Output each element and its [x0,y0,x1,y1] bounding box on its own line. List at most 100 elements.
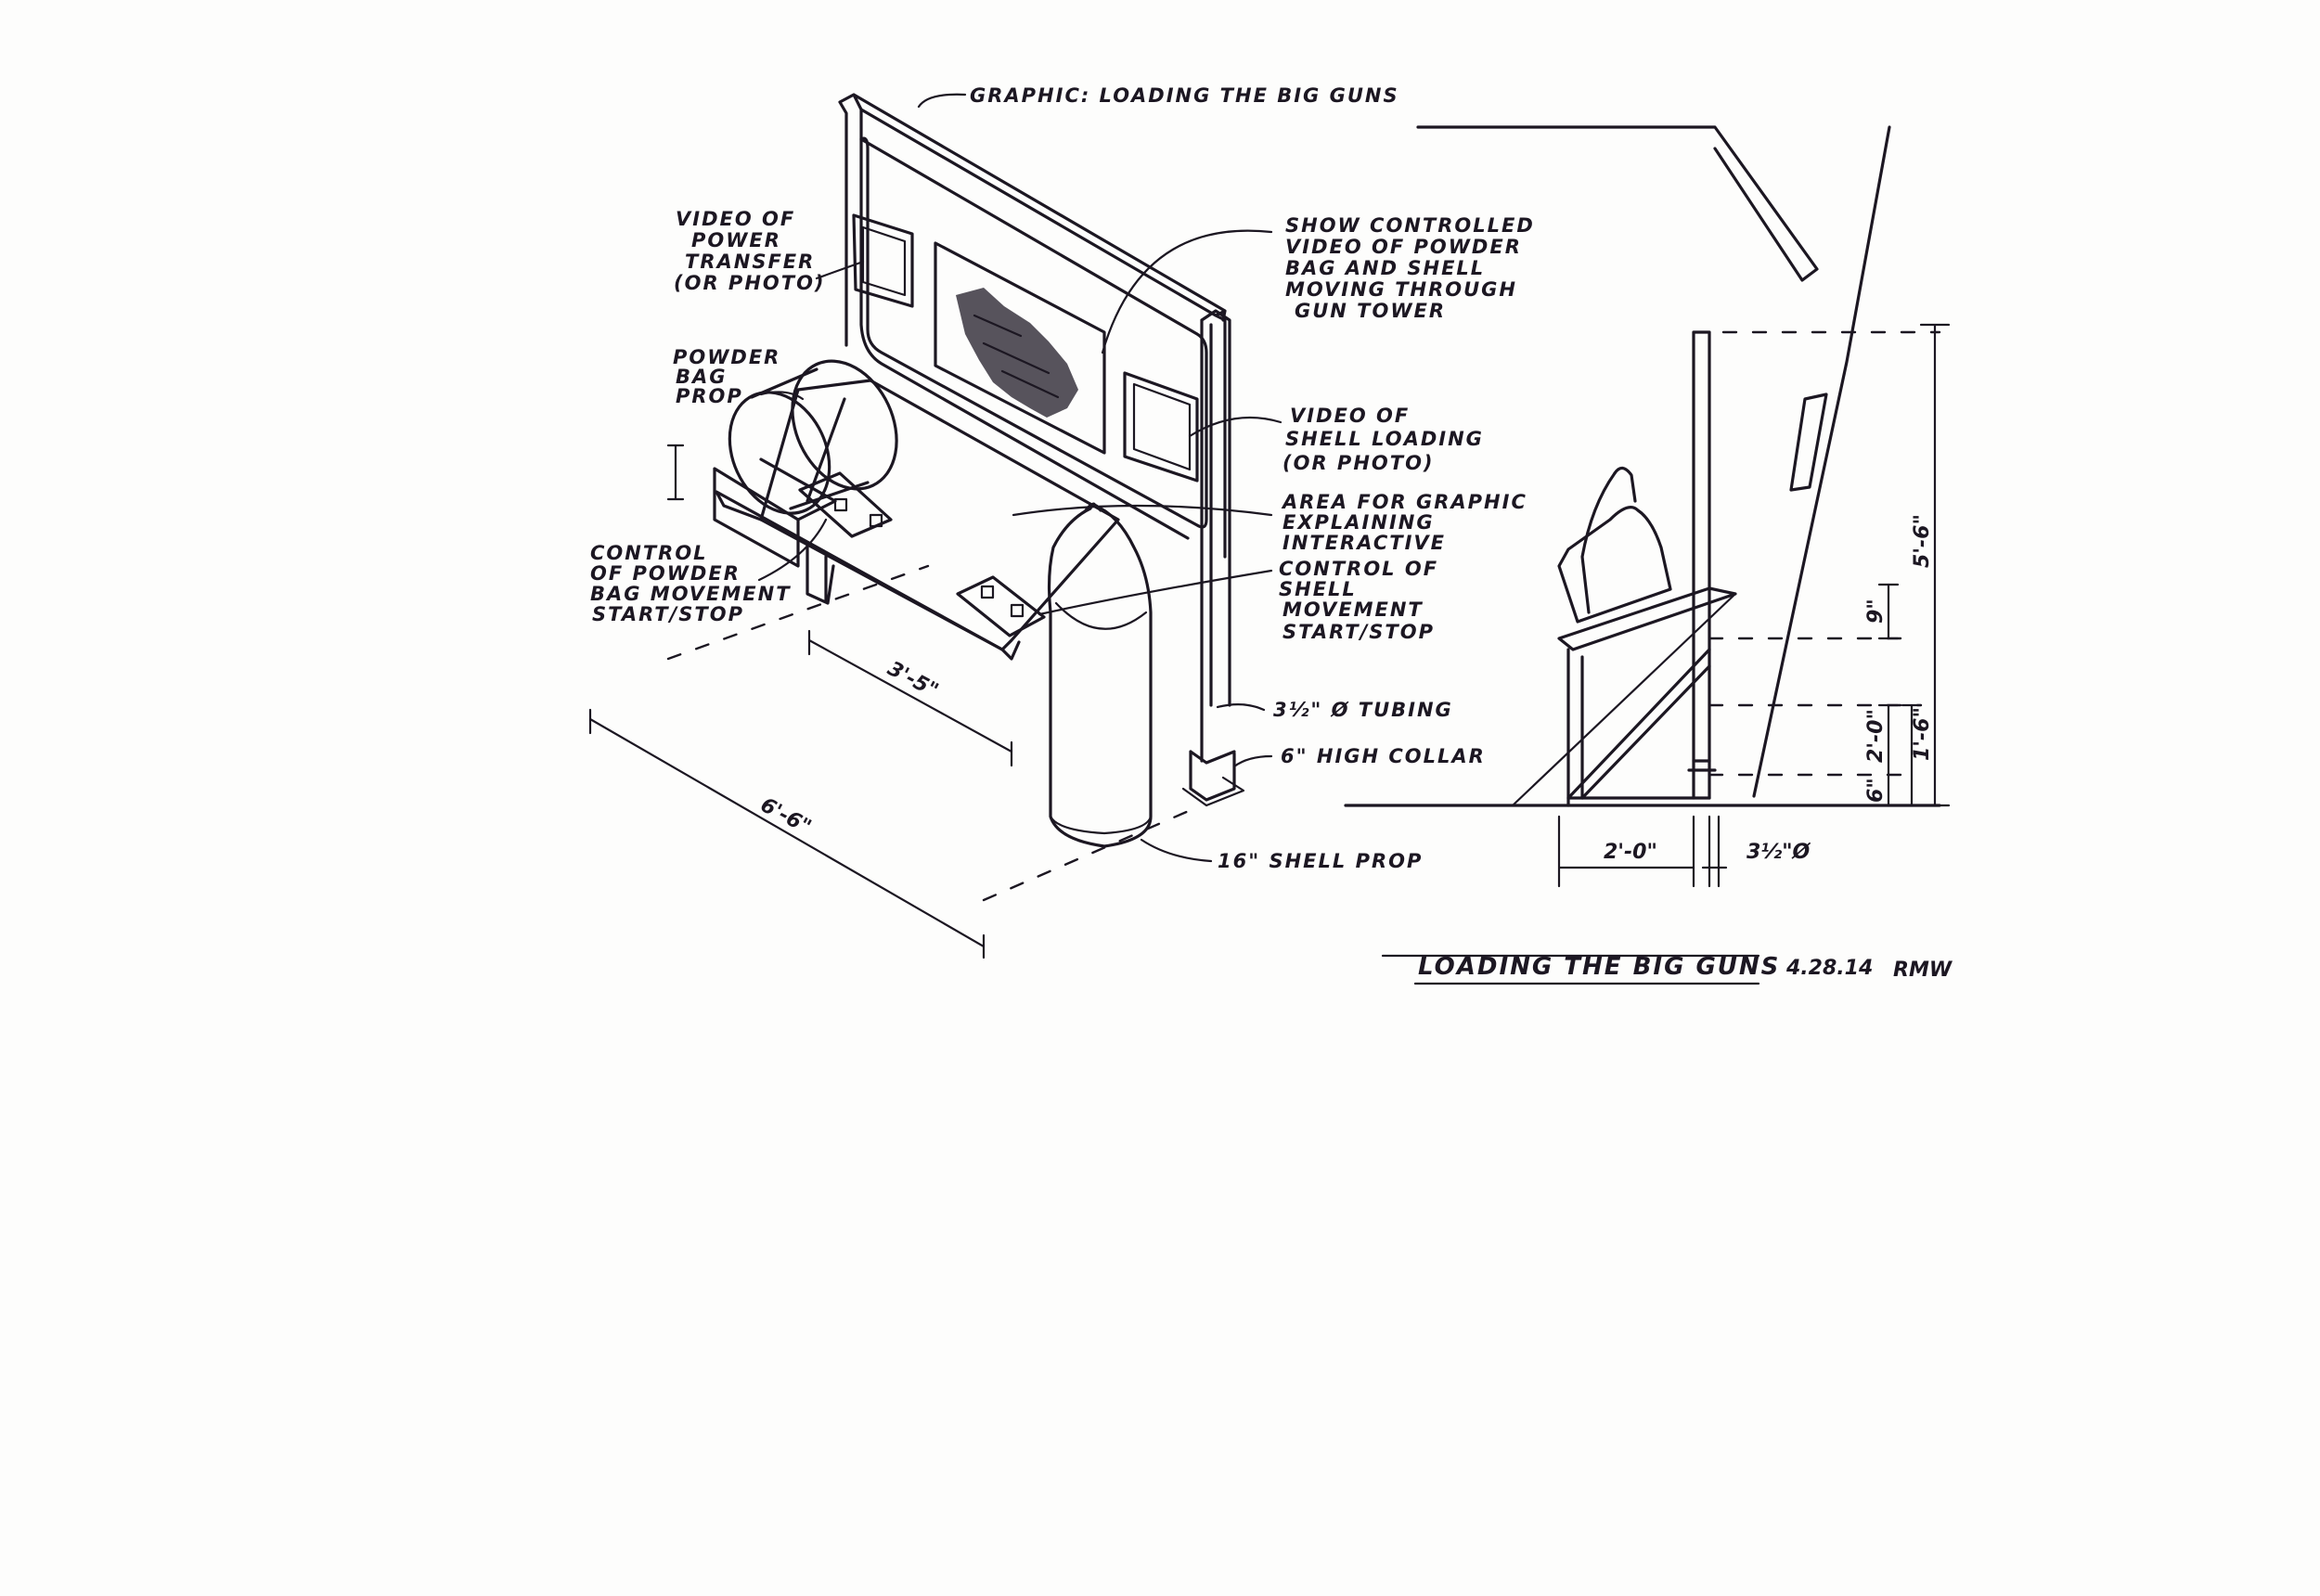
section-shell-body [1580,471,1617,614]
label-video-shell-1: VIDEO OF [1290,405,1410,427]
leader-collar [1232,754,1273,768]
shell-band [1049,815,1153,835]
dim-label-small: 3'-5" [883,657,942,702]
label-show-video-2: VIDEO OF POWDER [1285,236,1522,258]
dim-label-tube: 3½"Ø [1746,841,1811,864]
label-video-shell-2: SHELL LOADING [1285,428,1484,450]
shell-prop [1047,502,1153,848]
label-video-power-1: VIDEO OF [676,208,795,230]
label-control-powder-2: OF POWDER [590,562,741,585]
label-show-video-1: SHOW CONTROLLED [1285,214,1535,237]
section-console-body [1566,648,1711,807]
label-show-video-4: MOVING THROUGH [1285,278,1517,301]
panel-inner-border [859,136,1208,529]
title-date: 4.28.14 [1785,957,1873,980]
label-control-shell-3: MOVEMENT [1282,598,1424,621]
section-collar [1687,759,1717,772]
dim-extensions [1692,330,1941,777]
leader-powder-bag [759,391,805,401]
post-collar-base [1181,776,1245,807]
label-area-graphic-2: EXPLAINING [1282,511,1435,534]
powder-bag-end [791,359,898,491]
console-edge [715,490,1021,661]
dim-label-total-height: 5'-6" [1911,514,1934,568]
label-graphic: GRAPHIC: LOADING THE BIG GUNS [970,84,1399,107]
back-panel [838,93,1227,559]
console-leg [806,544,835,605]
dim-line-small [807,629,1013,767]
dim-label-lower: 1'-6" [1911,707,1934,761]
leader-graphic [917,93,967,109]
label-video-shell-3: (OR PHOTO) [1282,452,1435,474]
label-control-shell-1: CONTROL OF [1279,558,1438,580]
section-shell [1557,506,1672,624]
leader-show-video [1101,229,1273,354]
dim-label-collar: 6" [1864,778,1888,803]
label-control-shell-2: SHELL [1279,578,1357,600]
label-collar: 6" HIGH COLLAR [1281,745,1486,767]
shell-control-plate [956,575,1046,637]
leader-control-shell [1038,569,1273,616]
powder-bag-base [713,457,837,568]
leader-area-graphic [1012,504,1273,517]
leader-control-powder [757,518,828,582]
section-brace [1566,648,1711,800]
dim-label-shelf: 9" [1864,598,1888,624]
label-video-power-4: (OR PHOTO) [674,272,826,294]
dim-label-depth: 2'-0" [1604,841,1657,864]
leader-shell-prop [1140,838,1213,863]
leader-video-shell [1188,416,1282,438]
dim-depth [1557,815,1695,888]
title-initials: RMW [1893,959,1953,982]
label-video-power-3: TRANSFER [685,251,815,273]
section-diagonal [1511,592,1737,807]
label-show-video-5: GUN TOWER [1295,300,1446,322]
label-control-powder-3: BAG MOVEMENT [590,583,792,605]
title-block: LOADING THE BIG GUNS 4.28.14 RMW [1381,953,1953,985]
title-underline [1381,954,1760,985]
leader-video-power [815,260,865,280]
floor-line-right [982,805,1199,902]
dim-tube [1701,815,1728,888]
powder-button-1 [833,497,848,512]
powder-button-2 [869,513,883,528]
shell-shoulder [1054,601,1148,630]
dim-total-height [1919,323,1951,807]
dim-line-height [666,444,685,501]
label-powder-bag-1: POWDER [673,346,780,368]
video-frame-right [1123,371,1199,483]
label-tubing: 3½" Ø TUBING [1273,699,1453,721]
label-show-video-3: BAG AND SHELL [1285,257,1485,279]
leader-tubing [1216,703,1266,712]
dim-label-upper: 2'-0" [1864,709,1888,763]
label-area-graphic-3: INTERACTIVE [1282,532,1446,554]
label-area-graphic-1: AREA FOR GRAPHIC [1281,491,1527,513]
hull-line [1752,125,1891,798]
graphic-detail [973,314,1060,399]
isometric-view [588,93,1282,959]
shell-button-1 [980,585,995,599]
annotations: GRAPHIC: LOADING THE BIG GUNS VIDEO OF P… [590,84,1934,872]
label-control-powder-4: START/STOP [592,603,744,625]
section-post [1692,330,1711,800]
shell-nose [1084,503,1102,512]
shell-button-2 [1010,603,1025,618]
label-powder-bag-3: PROP [676,385,743,407]
section-shell-nose [1613,466,1637,503]
title-text: LOADING THE BIG GUNS [1418,953,1780,981]
overhead-profile [1416,125,1819,282]
section-view [1344,125,1951,888]
video-screen-right [1132,382,1192,471]
label-shell-prop: 16" SHELL PROP [1218,850,1423,872]
powder-bag-sides [750,367,870,510]
label-control-shell-4: START/STOP [1282,621,1435,643]
label-video-power-2: POWER [691,229,781,251]
label-control-powder-1: CONTROL [590,542,708,564]
center-graphic-frame [934,241,1106,455]
label-powder-bag-2: BAG [676,366,728,388]
dim-line-large [588,708,986,959]
video-screen-left [861,225,907,297]
support-post [1189,309,1236,802]
